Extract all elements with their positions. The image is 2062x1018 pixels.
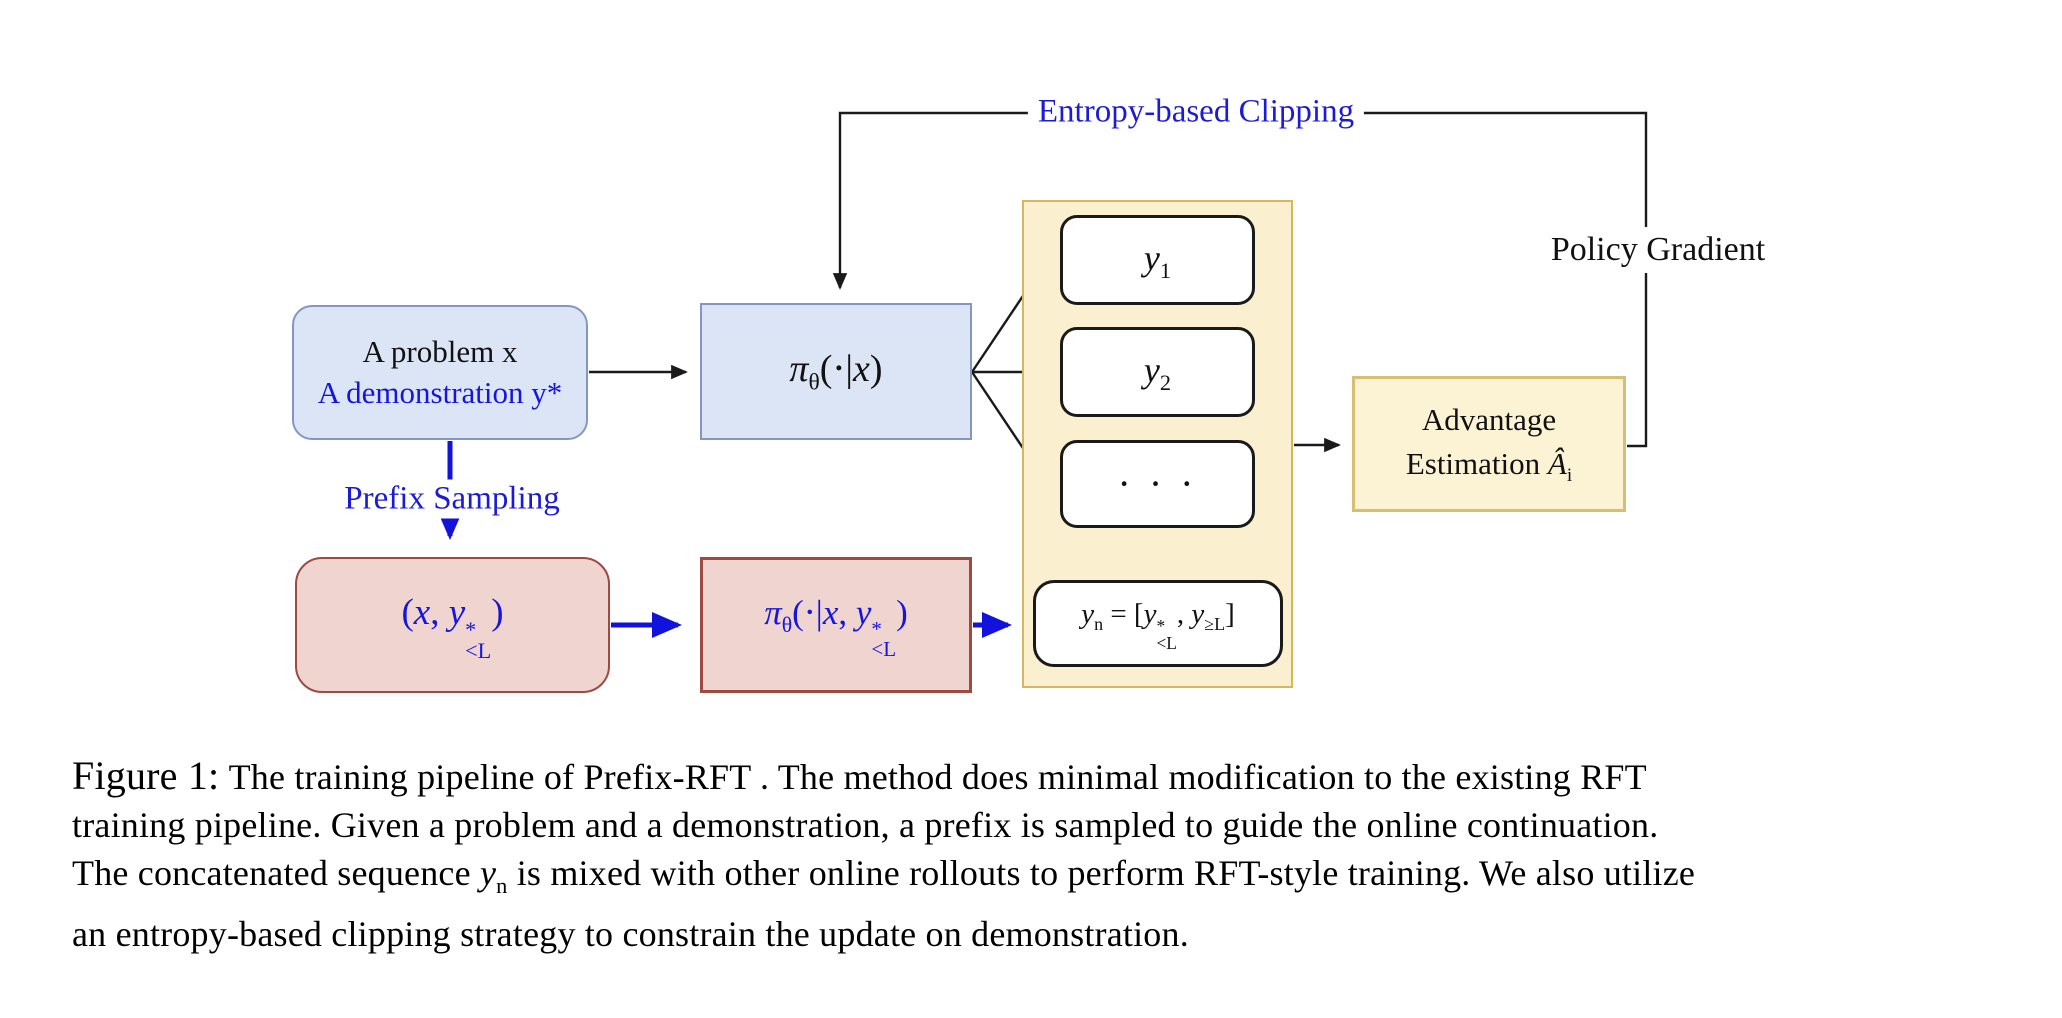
rollout-dots-box: · · · [1060,440,1255,528]
advantage-line1: Advantage [1421,402,1557,438]
rollout-y2-box: y2 [1060,327,1255,417]
prefix-policy-box: πθ(⋅|x, y*<L) [700,557,972,693]
prefix-box: (x, y*<L) [295,557,610,693]
figure-number-label: Figure 1: [72,753,220,798]
rollout-yn-box: yn = [y*<L, y≥L] [1033,580,1283,667]
prefix-policy-math: πθ(⋅|x, y*<L) [764,593,908,661]
caption-line-2: training pipeline. Given a problem and a… [72,805,1659,845]
y2-math: y2 [1143,349,1172,396]
prefix-sampling-label: Prefix Sampling [334,479,570,519]
rollout-y1-box: y1 [1060,215,1255,305]
policy-math: πθ(⋅|x) [789,347,883,396]
yn-math: yn = [y*<L, y≥L] [1081,597,1235,653]
caption-line-3: The concatenated sequence yn is mixed wi… [72,853,1696,899]
prefix-math: (x, y*<L) [401,592,504,663]
entropy-clipping-label: Entropy-based Clipping [1027,92,1365,132]
advantage-estimation-box: Advantage Estimation Âi [1352,376,1626,512]
advantage-line2: Estimation Âi [1405,445,1573,486]
input-box: A problem x A demonstration y* [292,305,588,440]
policy-box: πθ(⋅|x) [700,303,972,440]
policy-gradient-label: Policy Gradient [1542,227,1774,273]
dots-text: · · · [1117,461,1198,506]
y1-math: y1 [1143,237,1172,284]
figure-caption: Figure 1: The training pipeline of Prefi… [72,752,2032,958]
caption-line-4: an entropy-based clipping strategy to co… [72,914,1189,955]
input-problem-text: A problem x [362,334,518,370]
caption-line-1: Figure 1: The training pipeline of Prefi… [72,753,1647,798]
input-demonstration-text: A demonstration y* [317,374,563,410]
